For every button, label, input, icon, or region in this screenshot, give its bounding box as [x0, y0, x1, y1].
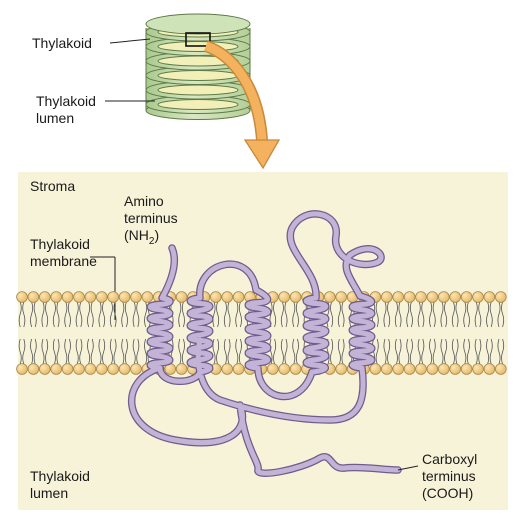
carboxyl-terminus-label-line2: terminus — [422, 468, 476, 484]
thylakoid-label: Thylakoid — [32, 35, 92, 51]
thylakoid-lumen-bottom-label-line2: lumen — [30, 485, 69, 501]
thylakoid-leader-line — [109, 38, 151, 44]
carboxyl-terminus-label-line3: (COOH) — [422, 485, 474, 501]
amino-terminus-label-line3: (NH2) — [124, 227, 160, 247]
protein-chain — [127, 210, 402, 477]
thylakoid-lumen-top-label-line2: lumen — [36, 110, 75, 126]
stroma-label: Stroma — [30, 178, 76, 194]
disk-lumen-6 — [157, 99, 239, 110]
carboxyl-terminus-label-line1: Carboxyl — [422, 451, 478, 467]
disk-top — [145, 13, 251, 35]
thylakoid-lumen-bottom-label-line1: Thylakoid — [30, 468, 90, 484]
carboxyl-leader-line — [397, 465, 419, 471]
zoom-selection-box — [185, 32, 211, 47]
disk-lumen-5 — [157, 84, 239, 96]
thylakoid-membrane-label-line1: Thylakoid — [30, 236, 90, 252]
amino-terminus-label-line2: terminus — [124, 210, 178, 226]
amino-terminus-label-line1: Amino — [124, 193, 164, 209]
thylakoid-membrane-label-line2: membrane — [30, 253, 97, 269]
zoom-arrow — [203, 40, 281, 170]
disk-lumen-4 — [157, 70, 239, 81]
thylakoid-lumen-top-label-line1: Thylakoid — [36, 93, 96, 109]
